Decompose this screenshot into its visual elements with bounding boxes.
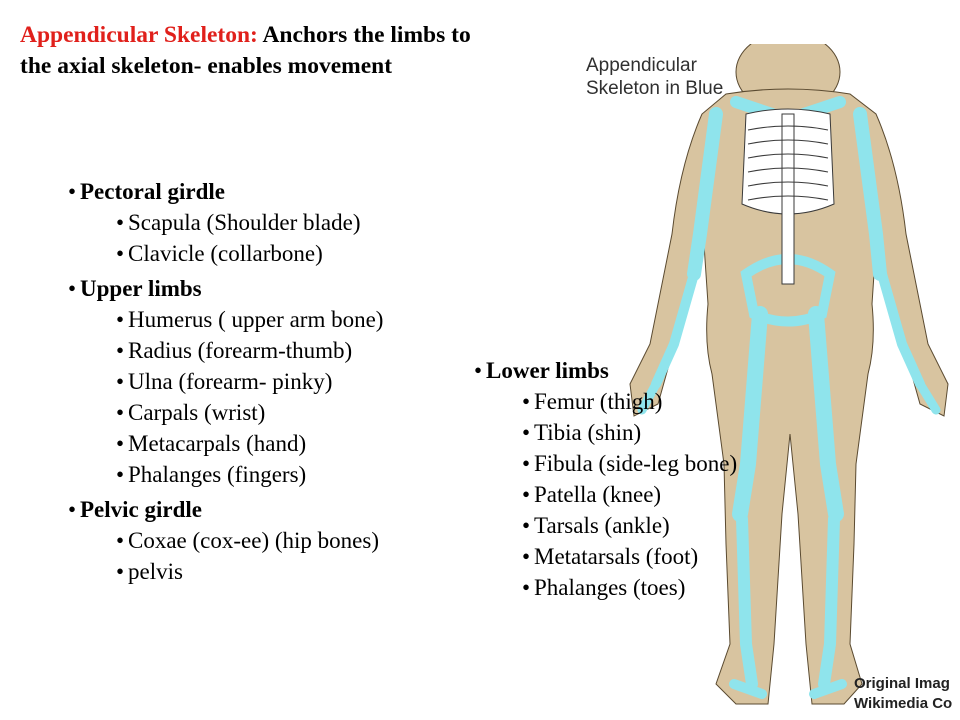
list-item-label: Metacarpals (hand) bbox=[128, 431, 307, 456]
list-item: •Femur (thigh) bbox=[474, 386, 737, 417]
list-item: •Coxae (cox-ee) (hip bones) bbox=[68, 525, 383, 556]
list-group-heading: •Upper limbs bbox=[68, 273, 383, 304]
rib-lines bbox=[747, 125, 829, 201]
bullet-icon: • bbox=[68, 497, 77, 522]
bullet-icon: • bbox=[522, 420, 531, 445]
axial-bones bbox=[741, 108, 835, 285]
group-label: Pectoral girdle bbox=[80, 179, 225, 204]
skeleton-illustration bbox=[629, 44, 949, 705]
bullet-icon: • bbox=[116, 559, 125, 584]
slide-title: Appendicular Skeleton: Anchors the limbs… bbox=[20, 20, 490, 82]
list-item-label: Carpals (wrist) bbox=[128, 400, 266, 425]
list-item-label: Patella (knee) bbox=[534, 482, 662, 507]
list-group-heading: •Pelvic girdle bbox=[68, 494, 383, 525]
bullet-icon: • bbox=[522, 482, 531, 507]
list-item-label: Metatarsals (foot) bbox=[534, 544, 699, 569]
right-bone-list: •Lower limbs•Femur (thigh)•Tibia (shin)•… bbox=[474, 355, 737, 603]
bullet-icon: • bbox=[522, 544, 531, 569]
bullet-icon: • bbox=[522, 513, 531, 538]
bullet-icon: • bbox=[522, 389, 531, 414]
bullet-icon: • bbox=[68, 179, 77, 204]
list-item: •Metatarsals (foot) bbox=[474, 541, 737, 572]
list-item: •Tibia (shin) bbox=[474, 417, 737, 448]
left-bone-list: •Pectoral girdle•Scapula (Shoulder blade… bbox=[68, 176, 383, 587]
list-item-label: Humerus ( upper arm bone) bbox=[128, 307, 384, 332]
list-item-label: Femur (thigh) bbox=[534, 389, 663, 414]
bullet-icon: • bbox=[116, 369, 125, 394]
list-item: •Carpals (wrist) bbox=[68, 397, 383, 428]
figure-credit: Original Imag Wikimedia Co bbox=[854, 674, 960, 714]
slide-title-lead: Appendicular Skeleton: bbox=[20, 22, 258, 48]
figure-credit-line2: Wikimedia Co bbox=[854, 695, 953, 712]
bullet-icon: • bbox=[522, 451, 531, 476]
list-item-label: pelvis bbox=[128, 559, 183, 584]
bullet-icon: • bbox=[116, 462, 125, 487]
figure-caption: Appendicular Skeleton in Blue bbox=[586, 55, 724, 99]
list-item-label: Clavicle (collarbone) bbox=[128, 241, 323, 266]
bullet-icon: • bbox=[116, 528, 125, 553]
list-group-heading: •Pectoral girdle bbox=[68, 176, 383, 207]
body-silhouette bbox=[629, 44, 949, 705]
list-item: •pelvis bbox=[68, 556, 383, 587]
list-item: •Fibula (side-leg bone) bbox=[474, 448, 737, 479]
bullet-icon: • bbox=[116, 210, 125, 235]
list-item-label: Ulna (forearm- pinky) bbox=[128, 369, 333, 394]
list-item-label: Tibia (shin) bbox=[534, 420, 642, 445]
slide-title-rest: Anchors the limbs to the axial skeleton-… bbox=[20, 22, 471, 79]
list-item: •Tarsals (ankle) bbox=[474, 510, 737, 541]
bullet-icon: • bbox=[116, 338, 125, 363]
list-item: •Clavicle (collarbone) bbox=[68, 238, 383, 269]
list-item: •Ulna (forearm- pinky) bbox=[68, 366, 383, 397]
list-item-label: Fibula (side-leg bone) bbox=[534, 451, 738, 476]
skeleton-figure: Appendicular Skeleton in Blue Original I… bbox=[576, 44, 960, 720]
list-item: •Humerus ( upper arm bone) bbox=[68, 304, 383, 335]
list-item-label: Radius (forearm-thumb) bbox=[128, 338, 353, 363]
list-item: •Scapula (Shoulder blade) bbox=[68, 207, 383, 238]
group-label: Pelvic girdle bbox=[80, 497, 202, 522]
list-item: •Radius (forearm-thumb) bbox=[68, 335, 383, 366]
bullet-icon: • bbox=[474, 358, 483, 383]
bullet-icon: • bbox=[116, 431, 125, 456]
figure-credit-line1: Original Imag bbox=[854, 675, 950, 692]
appendicular-bones bbox=[637, 96, 941, 699]
list-item: •Patella (knee) bbox=[474, 479, 737, 510]
bullet-icon: • bbox=[68, 276, 77, 301]
bullet-icon: • bbox=[116, 400, 125, 425]
list-item-label: Scapula (Shoulder blade) bbox=[128, 210, 361, 235]
group-label: Lower limbs bbox=[486, 358, 609, 383]
list-item: •Metacarpals (hand) bbox=[68, 428, 383, 459]
list-item: •Phalanges (toes) bbox=[474, 572, 737, 603]
list-group-heading: •Lower limbs bbox=[474, 355, 737, 386]
list-item-label: Coxae (cox-ee) (hip bones) bbox=[128, 528, 379, 553]
bullet-icon: • bbox=[522, 575, 531, 600]
bullet-icon: • bbox=[116, 241, 125, 266]
bullet-icon: • bbox=[116, 307, 125, 332]
list-item-label: Phalanges (toes) bbox=[534, 575, 686, 600]
list-item-label: Phalanges (fingers) bbox=[128, 462, 307, 487]
group-label: Upper limbs bbox=[80, 276, 202, 301]
list-item-label: Tarsals (ankle) bbox=[534, 513, 670, 538]
list-item: •Phalanges (fingers) bbox=[68, 459, 383, 490]
